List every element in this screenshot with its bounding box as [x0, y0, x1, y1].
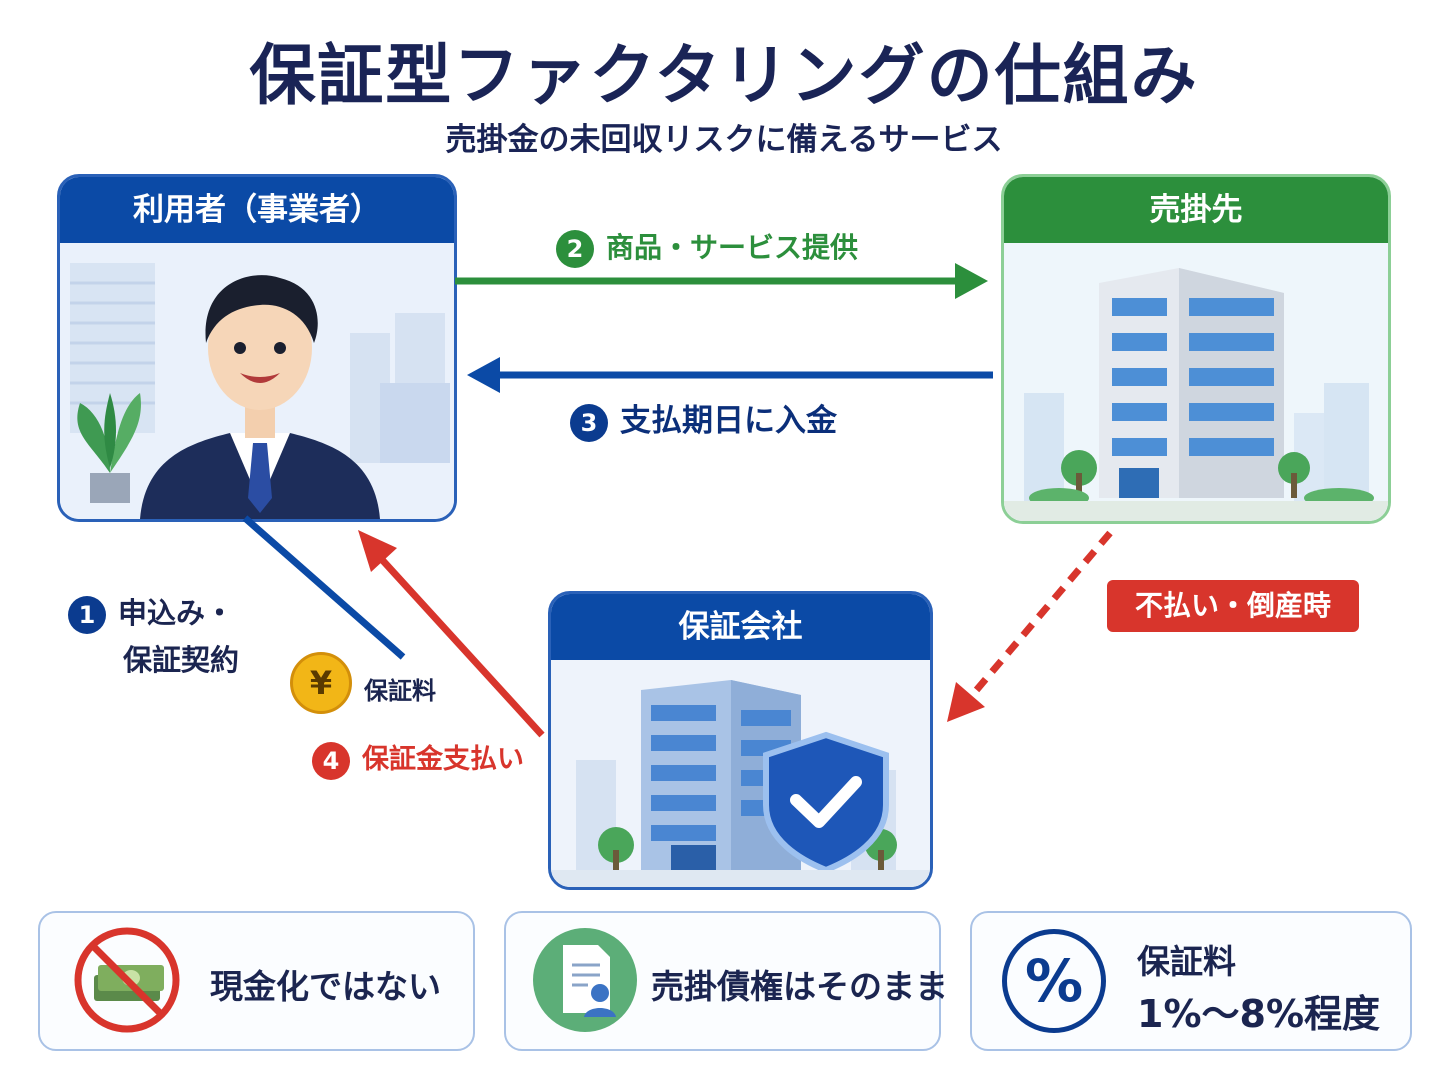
- step4-number: 4: [312, 741, 350, 780]
- step4-label: 4 保証金支払い: [312, 737, 524, 780]
- feature-not-cash-text: 現金化ではない: [210, 967, 441, 1006]
- businessman-illustration: [60, 243, 454, 519]
- office-building-illustration: [1004, 243, 1388, 521]
- feature-receivables-text: 売掛債権はそのまま: [651, 967, 948, 1006]
- arrow-payment-head: [467, 357, 500, 393]
- step3-label: 3 支払期日に入金: [570, 395, 837, 442]
- user-node-title: 利用者（事業者）: [60, 177, 454, 243]
- step3-text: 支払期日に入金: [620, 403, 837, 439]
- feature-card-receivables: 売掛債権はそのまま: [504, 911, 948, 1051]
- customer-node-title: 売掛先: [1004, 177, 1388, 243]
- no-cash-icon: [74, 927, 180, 1033]
- step2-text: 商品・サービス提供: [606, 231, 859, 264]
- step2-label: 2 商品・サービス提供: [556, 226, 858, 268]
- arrow-guarantee-payment-head: [358, 530, 397, 572]
- document-person-icon: [533, 928, 637, 1032]
- page-subtitle: 売掛金の未回収リスクに備えるサービス: [445, 122, 1003, 158]
- feature-card-fee: % 保証料 1%〜8%程度: [970, 911, 1412, 1051]
- arrow-default: [965, 530, 1113, 703]
- step1-text-line1: 申込み・: [118, 596, 235, 630]
- page-title: 保証型ファクタリングの仕組み: [249, 37, 1199, 114]
- feature-fee-range: 1%〜8%程度: [1137, 992, 1381, 1036]
- guarantor-node-title: 保証会社: [551, 594, 930, 660]
- percent-icon: %: [1002, 929, 1106, 1033]
- guarantor-building-illustration: [551, 660, 930, 887]
- feature-fee-title: 保証料: [1137, 942, 1236, 981]
- yen-symbol: ¥: [309, 664, 333, 702]
- step2-number: 2: [556, 230, 594, 268]
- step4-text: 保証金支払い: [362, 744, 524, 775]
- step1-label: 1 申込み・: [68, 590, 234, 634]
- feature-card-not-cash: 現金化ではない: [38, 911, 475, 1051]
- arrow-default-head: [947, 682, 985, 722]
- customer-node: 売掛先: [1001, 174, 1391, 524]
- line-application: [242, 515, 406, 660]
- yen-coin-icon: ¥: [290, 652, 352, 714]
- arrow-service-provision-head: [955, 263, 988, 299]
- percent-symbol: %: [1024, 947, 1084, 1015]
- step3-number: 3: [570, 403, 608, 442]
- step1-number: 1: [68, 596, 106, 634]
- arrow-guarantee-payment: [372, 549, 545, 738]
- fee-label: 保証料: [364, 677, 436, 705]
- default-badge: 不払い・倒産時: [1107, 580, 1359, 632]
- step1-label-line2: 保証契約: [123, 643, 240, 677]
- user-node: 利用者（事業者）: [57, 174, 457, 522]
- guarantor-node: 保証会社: [548, 591, 933, 890]
